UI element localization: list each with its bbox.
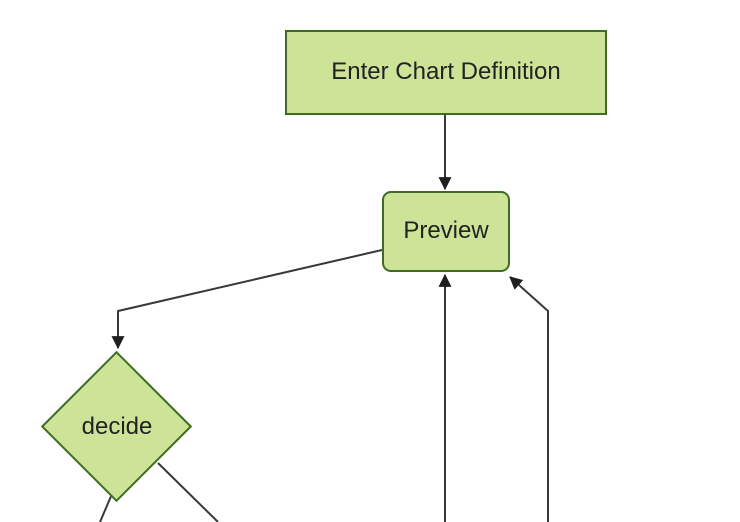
node-preview-label: Preview [403, 217, 489, 245]
node-enter-chart-definition: Enter Chart Definition [285, 30, 607, 115]
edge-offscreen-to-preview-corner [509, 276, 549, 522]
node-decide-label: decide [81, 413, 153, 440]
edge-decide-to-offscreen-right [157, 462, 219, 522]
node-decide: decide [57, 413, 177, 441]
node-enter-chart-definition-label: Enter Chart Definition [331, 58, 561, 86]
edge-preview-to-decide [111, 249, 383, 350]
edge-decide-to-offscreen-left [99, 493, 113, 522]
node-preview: Preview [382, 191, 510, 272]
